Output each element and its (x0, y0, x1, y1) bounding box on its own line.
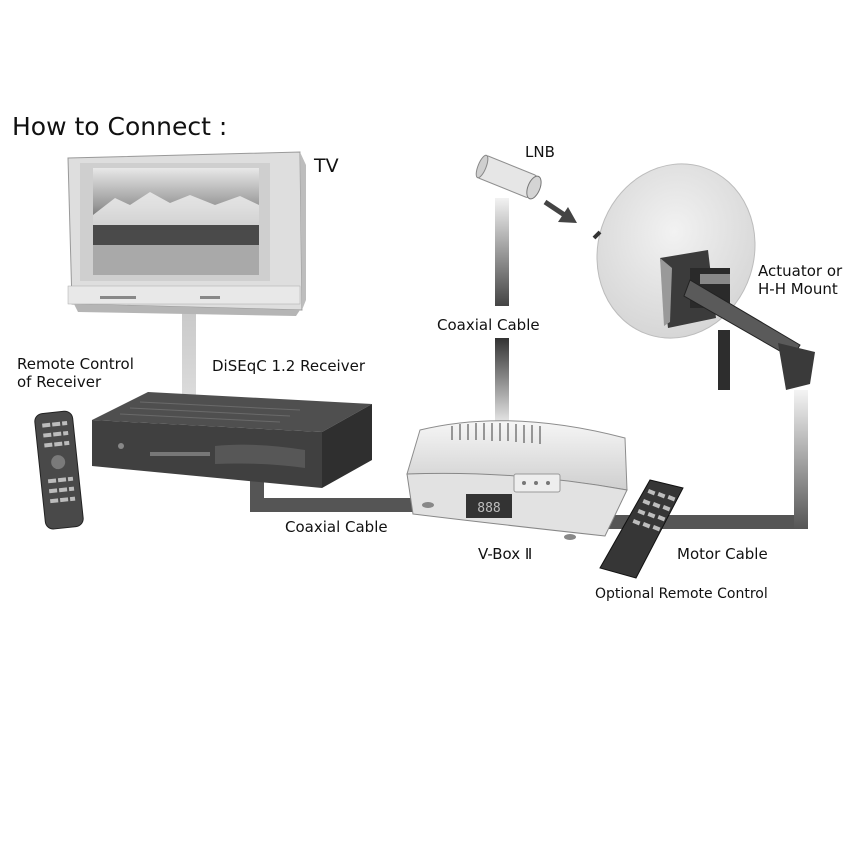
remote-control-label: Remote Control of Receiver (17, 355, 134, 391)
tv (67, 151, 306, 316)
actuator-label-line2: H-H Mount (758, 280, 838, 298)
lnb (475, 154, 542, 200)
receiver-vbox-coaxial-cable-h (250, 498, 420, 512)
remote-control-receiver (34, 410, 84, 530)
page-title: How to Connect : (12, 112, 228, 141)
tv-label: TV (314, 155, 339, 177)
coaxial-cable-bottom-label: Coaxial Cable (285, 518, 388, 536)
remote-control-label-line2: of Receiver (17, 373, 102, 391)
motor-cable-v (794, 390, 808, 529)
motor-cable-label: Motor Cable (677, 545, 768, 563)
lnb-coaxial-cable (495, 198, 509, 306)
lnb-coaxial-cable-lower (495, 338, 509, 426)
diseqc-receiver (92, 392, 372, 488)
vbox-display-text: 888 (477, 501, 500, 516)
receiver-label: DiSEqC 1.2 Receiver (212, 357, 365, 375)
actuator-label-line1: Actuator or (758, 262, 843, 280)
vbox-label: V-Box Ⅱ (478, 545, 533, 563)
vbox-display (466, 494, 512, 518)
optional-remote-control (599, 479, 684, 579)
optional-remote-label: Optional Remote Control (595, 586, 768, 602)
actuator-mount (660, 250, 815, 390)
coaxial-cable-top-label: Coaxial Cable (437, 316, 540, 334)
vbox: 888 (406, 420, 628, 540)
actuator-label: Actuator or H-H Mount (758, 262, 842, 298)
lnb-arrow-icon (543, 199, 577, 223)
tv-receiver-cable (182, 310, 196, 400)
remote-control-label-line1: Remote Control (17, 355, 134, 373)
lnb-label: LNB (525, 143, 555, 161)
